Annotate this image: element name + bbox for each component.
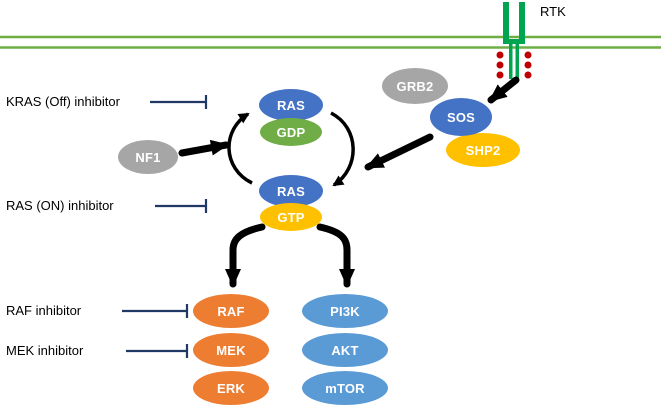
inhibitor-line-ras-on <box>155 199 208 213</box>
inhibitor-line-kras-off <box>150 95 208 109</box>
node-mek: MEK <box>193 333 269 367</box>
arrow-nf1-to-ras <box>178 139 230 157</box>
cycle-arrow-left <box>227 112 253 185</box>
cell-membrane <box>0 35 661 49</box>
node-gdp: GDP <box>260 118 322 146</box>
rtk-receptor-icon <box>503 2 525 79</box>
arrow-gtp-to-raf <box>225 223 266 288</box>
node-grb2: GRB2 <box>382 68 448 104</box>
inhibitor-line-raf <box>122 304 189 318</box>
arrow-gtp-to-pi3k <box>316 223 355 288</box>
node-ras-gdp: RAS <box>259 89 323 121</box>
inhibitor-line-mek <box>126 344 189 358</box>
label-ras-on-inhibitor: RAS (ON) inhibitor <box>6 198 114 213</box>
phosphorylation-site-dots <box>496 51 532 79</box>
node-gtp: GTP <box>260 203 322 231</box>
node-pi3k: PI3K <box>302 294 388 328</box>
node-mtor: mTOR <box>302 371 388 405</box>
node-shp2: SHP2 <box>446 133 520 167</box>
arrow-rtk-to-sos <box>487 76 520 104</box>
node-ras-gtp: RAS <box>259 175 323 207</box>
arrow-sos-to-ras <box>364 133 434 171</box>
rtk-label: RTK <box>540 4 566 19</box>
node-akt: AKT <box>302 333 388 367</box>
node-nf1: NF1 <box>118 140 178 174</box>
label-raf-inhibitor: RAF inhibitor <box>6 303 82 318</box>
label-kras-off-inhibitor: KRAS (Off) inhibitor <box>6 94 120 109</box>
node-erk: ERK <box>193 371 269 405</box>
node-sos: SOS <box>430 98 492 136</box>
node-raf: RAF <box>193 294 269 328</box>
cycle-arrow-right <box>330 111 355 187</box>
label-mek-inhibitor: MEK inhibitor <box>6 343 84 358</box>
